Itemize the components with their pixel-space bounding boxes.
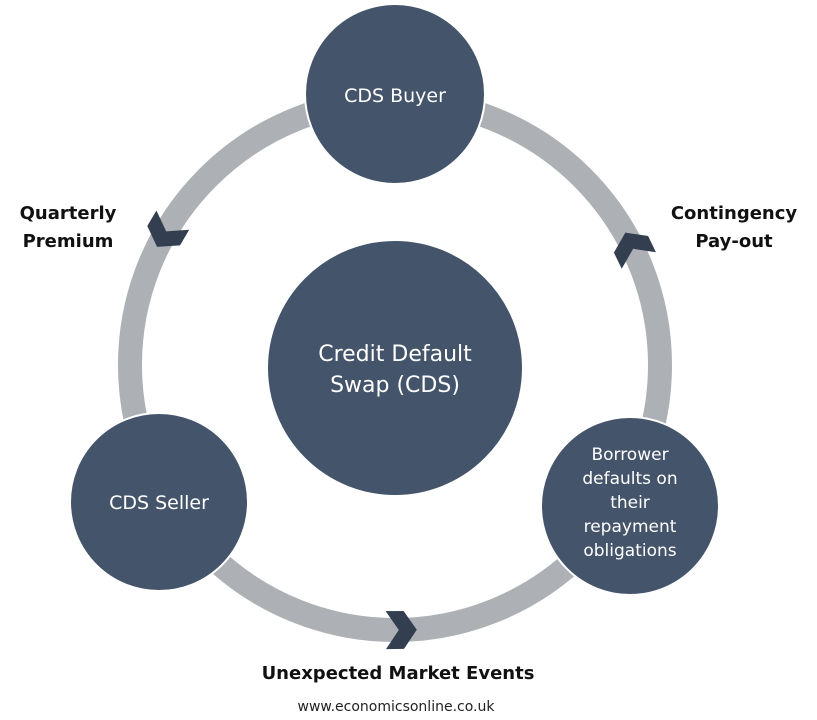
node-borrower-defaults-line-4: repayment (584, 517, 677, 537)
node-cds-seller-label: CDS Seller (109, 492, 209, 514)
node-borrower-defaults-circle (540, 416, 720, 596)
source-url: www.economicsonline.co.uk (298, 699, 496, 715)
label-quarterly-premium: Quarterly Premium (20, 203, 117, 252)
node-cds-seller-circle (69, 412, 249, 592)
node-borrower-defaults-line-3: their (610, 493, 650, 513)
label-contingency-payout-line-2: Pay-out (695, 231, 773, 252)
node-cds-buyer-circle (304, 3, 486, 185)
node-borrower-defaults-line-5: obligations (583, 541, 676, 561)
center-node: Credit Default Swap (CDS) (266, 239, 524, 497)
center-node-line-1: Credit Default (318, 342, 472, 367)
label-contingency-payout: Contingency Pay-out (671, 203, 798, 252)
center-node-circle (266, 239, 524, 497)
chevron-arrow-icon (385, 610, 417, 650)
node-borrower-defaults-line-2: defaults on (582, 469, 677, 489)
label-quarterly-premium-line-1: Quarterly (20, 203, 117, 224)
label-unexpected-market-events-line-1: Unexpected Market Events (262, 663, 535, 684)
center-node-line-2: Swap (CDS) (330, 373, 460, 398)
node-cds-buyer-label: CDS Buyer (344, 85, 446, 107)
node-borrower-defaults-line-1: Borrower (591, 445, 668, 465)
label-quarterly-premium-line-2: Premium (23, 231, 114, 252)
label-unexpected-market-events: Unexpected Market Events (262, 663, 535, 684)
node-borrower-defaults: Borrower defaults on their repayment obl… (540, 416, 720, 596)
label-contingency-payout-line-1: Contingency (671, 203, 798, 224)
node-cds-buyer: CDS Buyer (304, 3, 486, 185)
chevron-arrow-icon (613, 232, 656, 269)
node-cds-seller: CDS Seller (69, 412, 249, 592)
chevron-arrow-icon (147, 210, 190, 247)
